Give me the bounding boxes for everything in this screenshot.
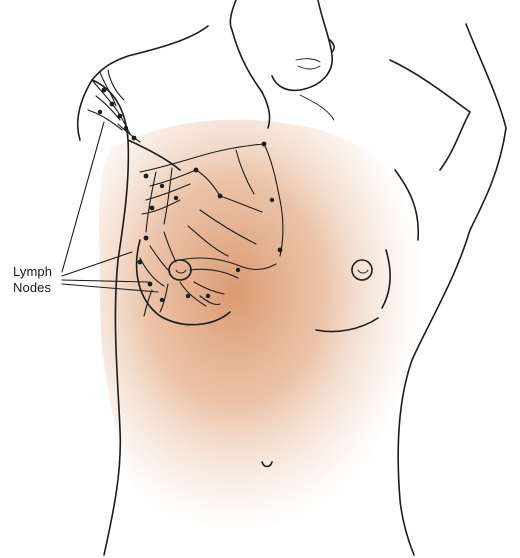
skin-shading bbox=[99, 120, 421, 530]
lymph-nodes-label-line1: Lymph bbox=[13, 264, 52, 280]
lymph-nodes-label: Lymph Nodes bbox=[13, 264, 52, 296]
neck-outline bbox=[232, 30, 334, 128]
lymph-nodes-label-line2: Nodes bbox=[13, 280, 52, 296]
face-outline bbox=[230, 0, 334, 90]
